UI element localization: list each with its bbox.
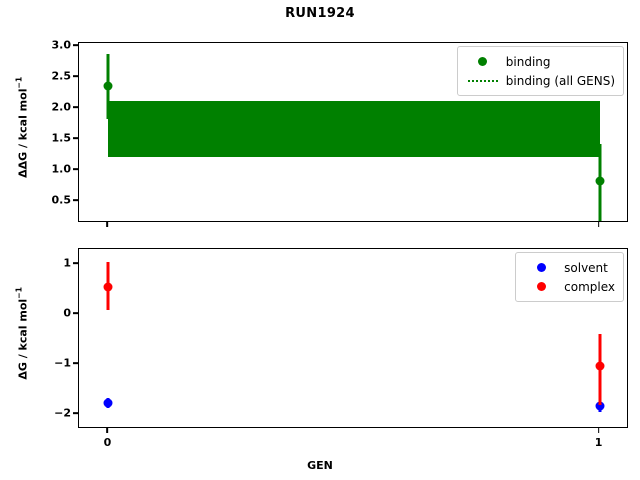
legend-key-marker: [466, 57, 500, 66]
x-tick-mark: [597, 428, 600, 433]
data-point-marker: [595, 176, 605, 186]
legend-dotted-line-icon: [467, 79, 498, 82]
data-point-marker: [103, 81, 113, 91]
binding-all-gens-band: [108, 101, 600, 157]
y-axis-label-bottom: ΔG / kcal mol−1: [14, 287, 30, 380]
x-tick-label: 0: [103, 436, 112, 449]
legend-item[interactable]: complex: [524, 277, 615, 296]
legend-item[interactable]: solvent: [524, 258, 615, 277]
y-tick-mark: [73, 262, 78, 264]
data-point-marker: [595, 361, 605, 370]
y-tick-label: 1.5: [51, 131, 72, 145]
legend-marker-dot-icon: [478, 57, 488, 66]
x-tick-label: 1: [594, 436, 603, 449]
page-title: RUN1924: [285, 6, 355, 21]
legend-item-label: complex: [564, 279, 615, 294]
y-tick-label: 0.5: [51, 193, 72, 207]
plot-area-bottom: [79, 249, 627, 427]
y-tick-label: −1: [54, 356, 71, 370]
legend-item[interactable]: binding (all GENS): [466, 71, 615, 90]
y-tick-mark: [73, 362, 78, 364]
x-tick-mark: [106, 428, 109, 433]
legend-key-line: [466, 79, 500, 82]
data-point-marker: [103, 398, 113, 408]
y-tick-label: 1: [63, 256, 71, 270]
legend-marker-dot-icon: [536, 282, 546, 291]
legend-item-label: binding (all GENS): [505, 73, 615, 88]
y-tick-label: 0: [63, 306, 71, 320]
legend-item-label: solvent: [564, 260, 608, 275]
y-tick-mark: [73, 199, 78, 202]
legend-marker-dot-icon: [536, 263, 546, 272]
plot-panel-components: solvent complex: [78, 248, 628, 428]
y-tick-mark: [73, 168, 78, 171]
data-point-marker: [103, 282, 113, 291]
y-tick-mark: [73, 44, 78, 46]
plot-area-top: [79, 43, 627, 221]
x-axis-label: GEN: [307, 459, 333, 472]
legend-key-marker: [524, 263, 558, 272]
legend-bottom[interactable]: solvent complex: [515, 252, 624, 302]
y-tick-label: 3.0: [51, 38, 72, 52]
y-tick-mark: [73, 412, 78, 414]
plot-panel-binding: binding binding (all GENS): [78, 42, 628, 222]
y-tick-label: 1.0: [51, 162, 72, 176]
y-tick-mark: [73, 137, 78, 140]
y-tick-mark: [73, 75, 78, 77]
y-tick-label: 2.5: [51, 69, 72, 83]
y-tick-label: −2: [54, 406, 71, 420]
x-tick-mark: [597, 222, 600, 227]
y-tick-mark: [73, 106, 78, 109]
legend-item[interactable]: binding: [466, 52, 615, 71]
legend-top[interactable]: binding binding (all GENS): [456, 46, 624, 96]
legend-item-label: binding: [505, 54, 551, 69]
y-tick-mark: [73, 312, 78, 314]
data-point-marker: [595, 401, 605, 411]
y-tick-label: 2.0: [51, 100, 72, 114]
x-tick-mark: [106, 222, 109, 227]
legend-key-marker: [524, 282, 558, 291]
